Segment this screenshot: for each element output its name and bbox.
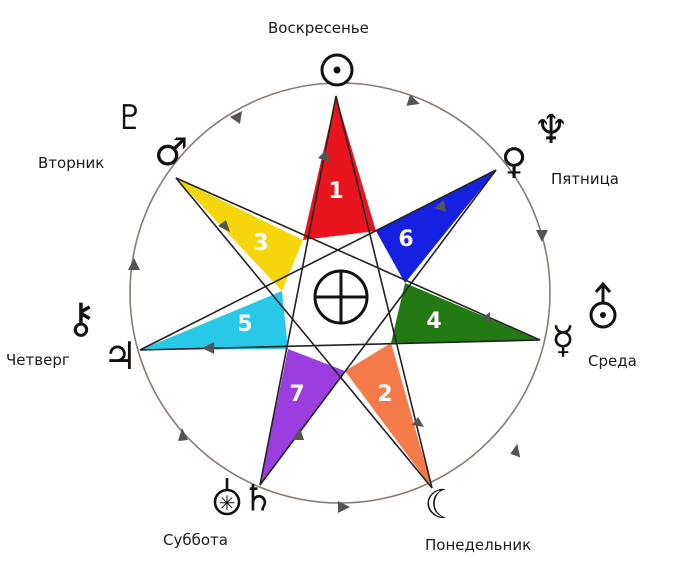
spike-1 (303, 96, 376, 240)
jupiter-symbol-icon: ♃ (103, 334, 137, 378)
spike-7 (260, 349, 345, 485)
moon-symbol-icon: ☾ (424, 482, 460, 528)
arrow-head (406, 94, 420, 106)
sun-symbol-icon (320, 53, 354, 87)
arrow-head (218, 220, 230, 232)
uranus-symbol-icon (589, 281, 617, 329)
ceres-symbol-icon: ✳ (213, 478, 241, 516)
label-saturday: Суббота (163, 531, 228, 549)
arrow-head (536, 230, 548, 242)
neptune-symbol-icon: ♆ (533, 107, 569, 153)
arrow-head (412, 417, 424, 427)
circle-arrows (128, 94, 548, 513)
spike-3 (176, 178, 303, 291)
venus-symbol-icon: ♀ (501, 142, 527, 183)
arrow-head (178, 428, 188, 441)
arrow-head (230, 111, 242, 124)
arrow-head (318, 150, 330, 162)
arrow-head (482, 312, 490, 324)
label-sunday: Воскресенье (268, 19, 369, 37)
arrow-head (128, 258, 140, 270)
mercury-symbol-icon: ☿ (551, 318, 574, 362)
spike-5 (140, 291, 288, 350)
arrow-head (338, 501, 350, 513)
spike-6 (376, 170, 496, 283)
segment-number-2: 2 (377, 382, 392, 407)
label-friday: Пятница (551, 170, 619, 188)
mars-symbol-icon: ♂ (154, 130, 188, 174)
arrow-head (510, 443, 521, 458)
segment-number-4: 4 (426, 309, 441, 334)
star-arrows (202, 150, 490, 440)
svg-text:✳: ✳ (219, 491, 236, 515)
label-monday: Понедельник (425, 536, 531, 554)
arrow-head (202, 342, 214, 354)
pluto-symbol-icon: ♇ (115, 98, 145, 138)
arrow-head (292, 428, 304, 440)
label-wednesday: Среда (588, 352, 637, 370)
spike-4 (391, 283, 540, 343)
segment-number-5: 5 (237, 312, 252, 337)
chiron-symbol-icon: ⚷ (66, 294, 97, 343)
arrow-head (434, 200, 446, 212)
segment-number-3: 3 (253, 231, 268, 256)
saturn-symbol-icon: ♄ (242, 479, 274, 520)
segment-number-1: 1 (328, 179, 343, 204)
segment-number-7: 7 (289, 382, 304, 407)
spike-2 (345, 343, 432, 488)
segment-number-6: 6 (398, 227, 413, 252)
label-thursday: Четверг (6, 351, 70, 369)
earth-symbol-icon (313, 269, 369, 325)
label-tuesday: Вторник (38, 154, 104, 172)
